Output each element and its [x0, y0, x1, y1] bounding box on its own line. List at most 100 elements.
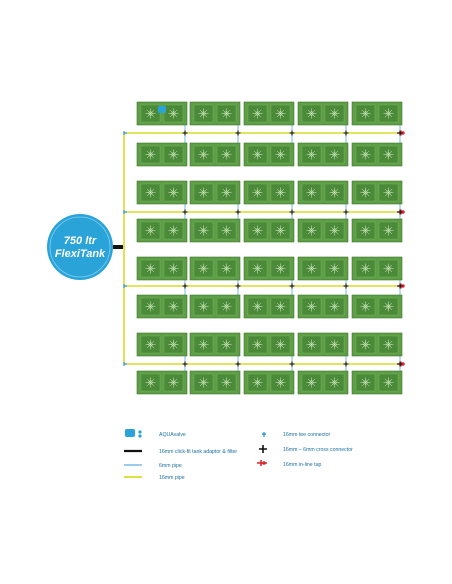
flower-icon — [329, 339, 340, 350]
cross-connector-icon — [182, 130, 188, 136]
flower-icon — [168, 377, 179, 388]
legend-item-6mm-pipe: 6mm pipe — [124, 463, 182, 469]
flower-icon — [306, 225, 317, 236]
flower-icon — [168, 187, 179, 198]
legend-item-aquavalve: AQUAvalve — [125, 429, 186, 438]
grow-pot — [189, 180, 241, 205]
flexitank[interactable]: 750 ltr FlexiTank — [47, 214, 123, 280]
legend-label: 16mm click-fit tank adaptor & filter — [159, 449, 237, 455]
flower-icon — [145, 187, 156, 198]
flexitank-body[interactable] — [47, 214, 113, 280]
flower-icon — [275, 263, 286, 274]
grow-pot — [189, 370, 241, 395]
legend-label: 16mm tee connector — [283, 432, 331, 438]
flower-icon — [360, 263, 371, 274]
flower-icon — [145, 225, 156, 236]
flower-icon — [198, 339, 209, 350]
legend-label: 16mm in-line tap — [283, 462, 321, 468]
cross-connector-icon — [235, 209, 241, 215]
tee-connector-icon — [123, 362, 127, 366]
flower-icon — [198, 301, 209, 312]
flower-icon — [360, 377, 371, 388]
flower-icon — [168, 301, 179, 312]
grow-pot — [136, 370, 188, 395]
legend-label: 16mm – 6mm cross connector — [283, 447, 353, 453]
tank-label-line1: 750 ltr — [64, 235, 97, 247]
flower-icon — [145, 108, 156, 119]
cross-connector-icon — [343, 209, 349, 215]
grow-pot — [243, 332, 295, 357]
flower-icon — [275, 149, 286, 160]
inline-tap-knob-icon[interactable] — [401, 362, 405, 366]
flower-icon — [145, 377, 156, 388]
grow-pot — [351, 332, 403, 357]
cross-connector-icon — [289, 361, 295, 367]
grow-pot — [136, 180, 188, 205]
grow-pot — [297, 294, 349, 319]
grow-pot — [351, 370, 403, 395]
cross-connector-icon — [343, 361, 349, 367]
legend: AQUAvalve 16mm click-fit tank adaptor & … — [124, 429, 353, 481]
grow-pot — [243, 142, 295, 167]
flower-icon — [360, 187, 371, 198]
flower-icon — [145, 301, 156, 312]
flower-icon — [252, 377, 263, 388]
tee-connector-icon — [262, 432, 266, 437]
tee-connector-icon — [123, 131, 127, 135]
inline-tap-knob-icon[interactable] — [401, 210, 405, 214]
flower-icon — [383, 108, 394, 119]
cross-connector-icon — [289, 209, 295, 215]
grow-pot — [351, 142, 403, 167]
cross-connector-icon — [235, 130, 241, 136]
aquavalve-dot-icon — [138, 430, 142, 434]
grow-pot — [243, 218, 295, 243]
grow-pot — [351, 294, 403, 319]
cross-connector-icon — [397, 209, 403, 215]
cross-connector-icon — [235, 283, 241, 289]
flower-icon — [306, 108, 317, 119]
aquavalve-icon — [125, 429, 135, 437]
flower-icon — [198, 263, 209, 274]
grow-pot — [189, 332, 241, 357]
inline-tap-knob-icon[interactable] — [401, 284, 405, 288]
grow-pot — [297, 180, 349, 205]
flower-icon — [329, 301, 340, 312]
grow-pot — [297, 256, 349, 281]
flower-icon — [383, 339, 394, 350]
flower-icon — [221, 108, 232, 119]
flower-icon — [275, 225, 286, 236]
inline-tap-knob-icon[interactable] — [401, 131, 405, 135]
grow-pot — [243, 101, 295, 126]
cross-connector-icon — [289, 130, 295, 136]
flower-icon — [145, 149, 156, 160]
flower-icon — [198, 225, 209, 236]
grow-pot — [189, 218, 241, 243]
flower-icon — [221, 377, 232, 388]
connectors — [123, 130, 405, 367]
aquavalve-icon[interactable] — [158, 106, 166, 113]
flower-icon — [329, 377, 340, 388]
flower-icon — [221, 339, 232, 350]
inline-tap-knob-icon — [262, 461, 266, 465]
flower-icon — [329, 108, 340, 119]
flower-icon — [252, 339, 263, 350]
tank-label-line2: FlexiTank — [55, 248, 106, 260]
flower-icon — [329, 187, 340, 198]
flower-icon — [252, 263, 263, 274]
legend-item-16mm-pipe: 16mm pipe — [124, 475, 185, 481]
flower-icon — [198, 377, 209, 388]
flower-icon — [329, 225, 340, 236]
cross-connector-icon — [343, 283, 349, 289]
flower-icon — [252, 149, 263, 160]
cross-connector-icon — [343, 130, 349, 136]
flower-icon — [329, 263, 340, 274]
flower-icon — [383, 225, 394, 236]
flexitank-rim — [49, 216, 111, 278]
aquavalve-dot-icon — [138, 434, 142, 438]
flower-icon — [168, 108, 179, 119]
flower-icon — [275, 377, 286, 388]
cross-connector-icon — [182, 361, 188, 367]
flower-icon — [383, 377, 394, 388]
legend-item-cross-connector: 16mm – 6mm cross connector — [259, 445, 353, 453]
flower-icon — [383, 263, 394, 274]
